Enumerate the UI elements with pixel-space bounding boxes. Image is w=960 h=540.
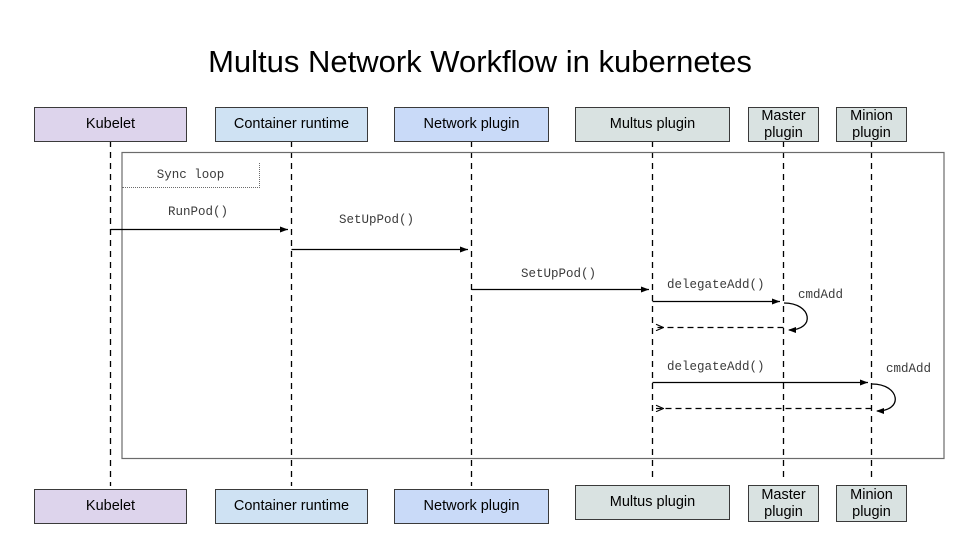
actor-label-container-runtime-bottom: Container runtime <box>233 498 350 514</box>
actor-label-kubelet-top: Kubelet <box>85 116 136 132</box>
page-title: Multus Network Workflow in kubernetes <box>208 44 752 79</box>
actor-label-minion-plugin-bottom: Minion plugin <box>850 486 893 520</box>
actor-box-top-kubelet[interactable]: Kubelet <box>34 107 187 142</box>
lifelines <box>109 141 873 486</box>
actor-label-multus-plugin-bottom: Multus plugin <box>609 494 696 510</box>
self-loop-cmdadd-master <box>783 302 808 333</box>
message-label-runpod: RunPod() <box>168 205 229 219</box>
message-label-cmdadd-minion: cmdAdd <box>886 362 932 376</box>
actor-box-top-network-plugin[interactable]: Network plugin <box>394 107 549 142</box>
sync-loop-frame <box>121 151 945 460</box>
message-label-cmdadd-master: cmdAdd <box>798 288 844 302</box>
actor-label-container-runtime-top: Container runtime <box>233 116 350 132</box>
actor-label-multus-plugin-top: Multus plugin <box>609 116 696 132</box>
actor-box-bottom-minion-plugin[interactable]: Minion plugin <box>836 485 907 522</box>
message-label-setuppod-1: SetUpPod() <box>339 213 415 227</box>
actor-label-master-plugin-top: Master plugin <box>761 107 806 141</box>
message-label-delegateadd-minion: delegateAdd() <box>667 360 765 374</box>
actor-box-top-multus-plugin[interactable]: Multus plugin <box>575 107 730 142</box>
message-label-delegateadd-master: delegateAdd() <box>667 278 765 292</box>
actor-box-top-master-plugin[interactable]: Master plugin <box>748 107 819 142</box>
actor-box-bottom-kubelet[interactable]: Kubelet <box>34 489 187 524</box>
actor-box-bottom-network-plugin[interactable]: Network plugin <box>394 489 549 524</box>
actor-label-master-plugin-bottom: Master plugin <box>761 486 806 520</box>
self-loop-cmdadd-minion <box>871 383 896 414</box>
message-label-setuppod-2: SetUpPod() <box>521 267 597 281</box>
actor-box-top-minion-plugin[interactable]: Minion plugin <box>836 107 907 142</box>
actor-label-minion-plugin-top: Minion plugin <box>850 107 893 141</box>
actor-box-top-container-runtime[interactable]: Container runtime <box>215 107 368 142</box>
actor-label-network-plugin-top: Network plugin <box>423 116 520 132</box>
actor-box-bottom-container-runtime[interactable]: Container runtime <box>215 489 368 524</box>
actor-label-network-plugin-bottom: Network plugin <box>423 498 520 514</box>
actor-label-kubelet-bottom: Kubelet <box>85 498 136 514</box>
actor-box-bottom-multus-plugin[interactable]: Multus plugin <box>575 485 730 520</box>
actor-box-bottom-master-plugin[interactable]: Master plugin <box>748 485 819 522</box>
sync-loop-frame-label: Sync loop <box>122 163 260 188</box>
